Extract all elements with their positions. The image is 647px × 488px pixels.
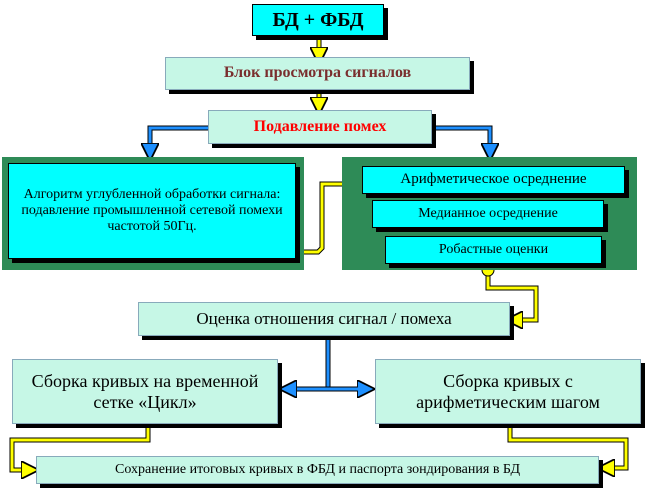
- arrow-cycle-to-save: [9, 424, 151, 470]
- arrow-snr-split: [285, 336, 372, 389]
- snr-estimate-box: Оценка отношения сигнал / помеха: [138, 302, 510, 336]
- curves-arith-box: Сборка кривых с арифметическим шагом: [375, 359, 641, 424]
- robust-estimates-box: Робастные оценки: [385, 236, 602, 264]
- title-box: БД + ФБД: [252, 4, 384, 36]
- algorithm-box: Алгоритм углубленной обработки сигнала: …: [8, 163, 296, 259]
- noise-suppression-box: Подавление помех: [208, 110, 432, 144]
- arrow-algorithm-to-arith: [298, 184, 360, 255]
- signal-view-box: Блок просмотра сигналов: [165, 57, 470, 90]
- arith-averaging-box: Арифметическое осреднение: [362, 166, 625, 194]
- arrow-arith-to-save: [507, 424, 629, 468]
- curves-cycle-box: Сборка кривых на временной сетке «Цикл»: [12, 359, 278, 424]
- save-results-box: Сохранение итоговых кривых в ФБД и паспо…: [36, 456, 599, 484]
- arrow-noise-to-averaging-panel: [432, 125, 490, 152]
- arrow-noise-to-algorithm: [150, 125, 208, 152]
- median-averaging-box: Медианное осреднение: [372, 200, 604, 228]
